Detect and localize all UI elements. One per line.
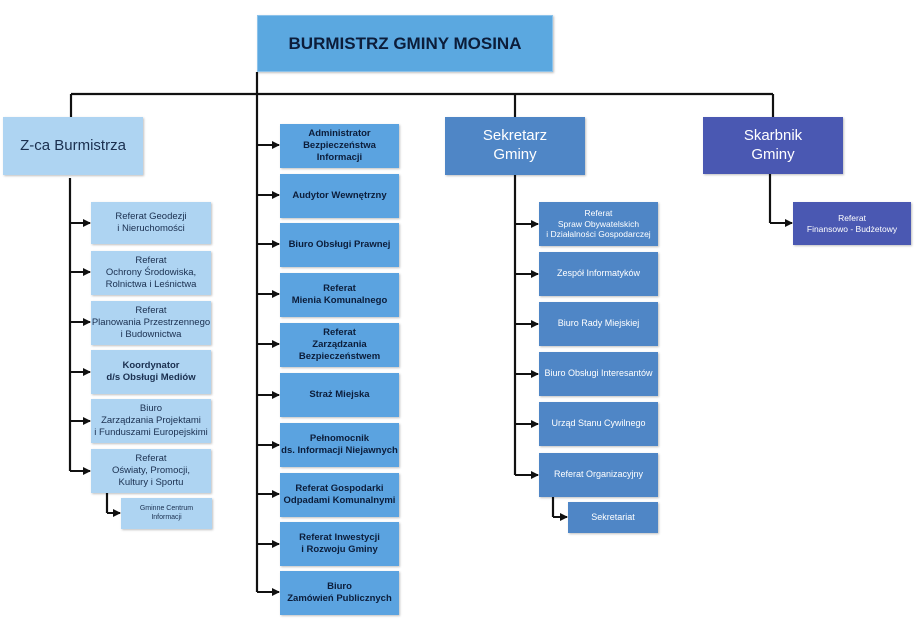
mayor-unit-straz: Straż Miejska xyxy=(280,373,399,417)
deputy-unit-media: Koordynator d/s Obsługi Mediów xyxy=(91,350,211,394)
mayor-box: BURMISTRZ GMINY MOSINA xyxy=(257,15,553,72)
mayor-unit-mienie: Referat Mienia Komunalnego xyxy=(280,273,399,317)
deputy-unit-geodezja: Referat Geodezji i Nieruchomości xyxy=(91,202,211,244)
secretary-unit-interesanci: Biuro Obsługi Interesantów xyxy=(539,352,658,396)
deputy-subunit-centrum-informacji: Gminne Centrum Informacji xyxy=(121,498,212,529)
secretary-unit-usc: Urząd Stanu Cywilnego xyxy=(539,402,658,446)
deputy-mayor-box: Z-ca Burmistrza xyxy=(3,117,143,175)
mayor-unit-pelnomocnik: Pełnomocnik ds. Informacji Niejawnych xyxy=(280,423,399,467)
deputy-unit-projekty: Biuro Zarządzania Projektami i Funduszam… xyxy=(91,399,211,443)
mayor-unit-odpady: Referat Gospodarki Odpadami Komunalnymi xyxy=(280,473,399,517)
treasurer-box: Skarbnik Gminy xyxy=(703,117,843,174)
deputy-unit-planowanie: Referat Planowania Przestrzennego i Budo… xyxy=(91,301,211,345)
deputy-unit-oswiata: Referat Oświaty, Promocji, Kultury i Spo… xyxy=(91,449,211,493)
mayor-unit-zamowienia: Biuro Zamówień Publicznych xyxy=(280,571,399,615)
mayor-unit-bezpieczenstwo: Referat Zarządzania Bezpieczeństwem xyxy=(280,323,399,367)
secretary-unit-informatycy: Zespół Informatyków xyxy=(539,252,658,296)
deputy-unit-srodowisko: Referat Ochrony Środowiska, Rolnictwa i … xyxy=(91,251,211,295)
secretary-unit-rada: Biuro Rady Miejskiej xyxy=(539,302,658,346)
secretary-unit-obywatelskie: Referat Spraw Obywatelskich i Działalnoś… xyxy=(539,202,658,246)
mayor-unit-prawne: Biuro Obsługi Prawnej xyxy=(280,223,399,267)
secretary-unit-organizacyjny: Referat Organizacyjny xyxy=(539,453,658,497)
mayor-unit-audytor: Audytor Wewnętrzny xyxy=(280,174,399,218)
secretary-subunit-sekretariat: Sekretariat xyxy=(568,502,658,533)
mayor-unit-inwestycje: Referat Inwestycji i Rozwoju Gminy xyxy=(280,522,399,566)
mayor-unit-administrator: Administrator Bezpieczeństwa Informacji xyxy=(280,124,399,168)
secretary-box: Sekretarz Gminy xyxy=(445,117,585,175)
treasurer-unit-finanse: Referat Finansowo - Budżetowy xyxy=(793,202,911,245)
